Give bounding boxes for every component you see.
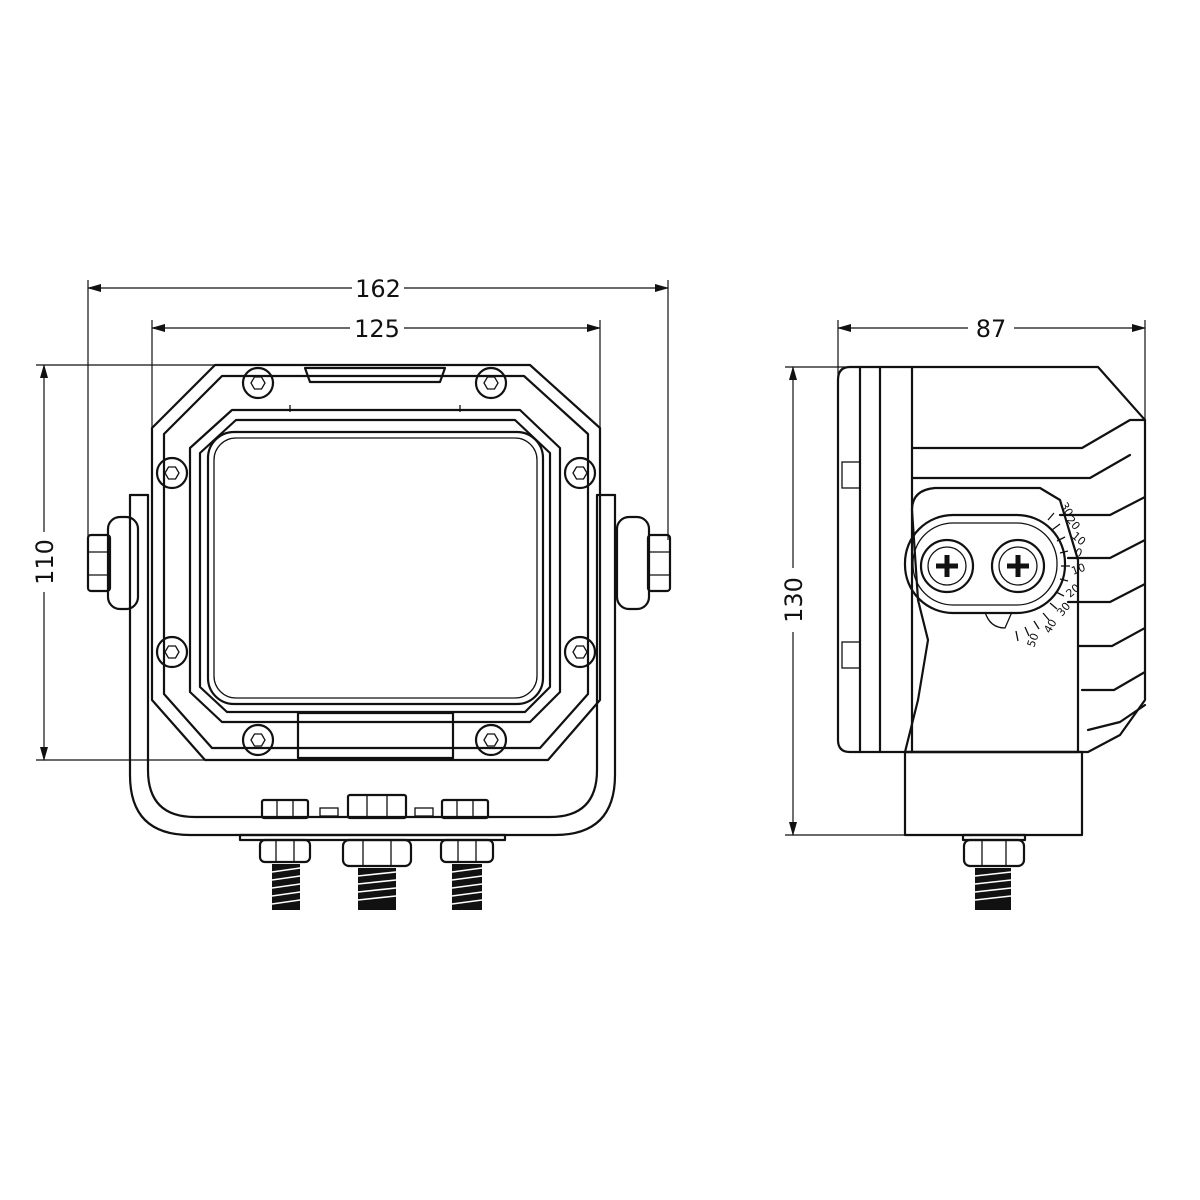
scale-label-40: 40 (1041, 617, 1059, 636)
side-dimensions: 87 130 (780, 315, 1146, 836)
right-adjust-knob (615, 515, 672, 611)
bracket-bolts (919, 538, 1046, 594)
dim-housing-width: 125 (354, 315, 400, 343)
scale-label-30-top: 30 (1057, 500, 1075, 519)
side-mounting-stud (961, 833, 1027, 910)
scale-label-50: 50 (1025, 631, 1042, 649)
side-bracket (903, 750, 1084, 837)
adjustment-plate (903, 513, 1067, 615)
lens (206, 430, 545, 706)
housing-outer-frame (150, 363, 602, 762)
bracket-nuts (260, 793, 490, 820)
dim-overall-height: 130 (780, 577, 808, 623)
inner-bezel (188, 408, 562, 724)
dim-housing-height: 110 (31, 539, 59, 585)
bezel-screws (155, 366, 597, 757)
left-adjust-knob (86, 515, 140, 611)
front-dimensions: 162 125 110 (31, 275, 669, 761)
scale-label-10-bottom: 10 (1070, 561, 1088, 578)
side-view: 30 20 10 0 10 20 30 40 50 (836, 365, 1147, 910)
dim-depth: 87 (976, 315, 1007, 343)
mounting-studs (258, 838, 495, 910)
scale-label-0: 0 (1073, 546, 1084, 561)
scale-label-20-bottom: 20 (1064, 581, 1083, 600)
front-view (86, 363, 672, 910)
side-housing (836, 365, 1147, 754)
cooling-fins (910, 418, 1147, 732)
dim-overall-width: 162 (355, 275, 401, 303)
